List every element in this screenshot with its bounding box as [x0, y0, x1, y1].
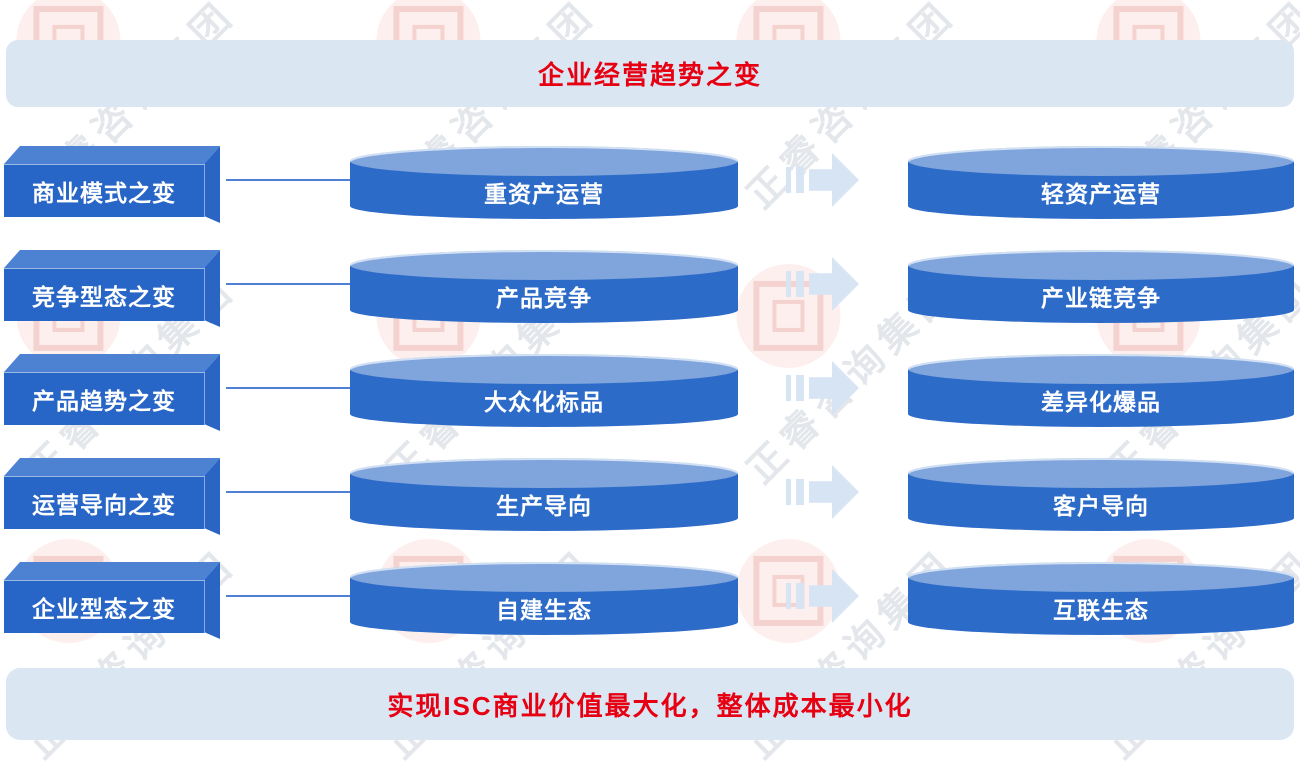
change-type-box: 企业型态之变 [4, 560, 222, 644]
box-front-face: 产品趋势之变 [4, 372, 205, 425]
box-top-face [4, 562, 220, 580]
change-type-label: 运营导向之变 [32, 492, 176, 518]
trend-row: 运营导向之变 生产导向 客户导向 [0, 456, 1300, 540]
arrow-right-icon [786, 257, 862, 311]
change-type-box: 商业模式之变 [4, 144, 222, 228]
from-cylinder: 生产导向 [350, 458, 738, 531]
connector-line [226, 283, 350, 285]
from-label: 重资产运营 [484, 181, 604, 207]
trend-row: 商业模式之变 重资产运营 轻资产运营 [0, 144, 1300, 228]
trend-row: 产品趋势之变 大众化标品 差异化爆品 [0, 352, 1300, 436]
cylinder-top [908, 562, 1294, 592]
arrow-right-icon [786, 153, 862, 207]
box-top-face [4, 146, 220, 164]
change-type-label: 产品趋势之变 [32, 388, 176, 414]
box-front-face: 运营导向之变 [4, 476, 205, 529]
box-top-face [4, 250, 220, 268]
cylinder-top [350, 146, 738, 176]
cylinder-top [908, 250, 1294, 280]
to-cylinder: 轻资产运营 [908, 146, 1294, 219]
from-cylinder: 大众化标品 [350, 354, 738, 427]
from-label: 产品竞争 [496, 285, 592, 311]
trend-row: 竞争型态之变 产品竞争 产业链竞争 [0, 248, 1300, 332]
change-type-box: 运营导向之变 [4, 456, 222, 540]
to-label: 差异化爆品 [1041, 389, 1161, 415]
arrow-right-icon [786, 361, 862, 415]
box-side-face [204, 354, 220, 431]
connector-line [226, 387, 350, 389]
cylinder-top [908, 458, 1294, 488]
box-front-face: 竞争型态之变 [4, 268, 205, 321]
box-top-face [4, 354, 220, 372]
box-side-face [204, 146, 220, 223]
from-cylinder: 重资产运营 [350, 146, 738, 219]
from-label: 生产导向 [496, 493, 592, 519]
to-cylinder: 互联生态 [908, 562, 1294, 635]
arrow-right-icon [786, 569, 862, 623]
to-label: 轻资产运营 [1041, 181, 1161, 207]
change-type-box: 竞争型态之变 [4, 248, 222, 332]
watermark-unit: 正睿咨询集团 [990, 755, 1300, 766]
header-band: 企业经营趋势之变 [6, 40, 1294, 107]
to-label: 客户导向 [1053, 493, 1149, 519]
from-label: 大众化标品 [484, 389, 604, 415]
box-side-face [204, 562, 220, 639]
from-cylinder: 自建生态 [350, 562, 738, 635]
to-cylinder: 差异化爆品 [908, 354, 1294, 427]
watermark-unit: 正睿咨询集团 [630, 755, 990, 766]
change-type-label: 企业型态之变 [32, 596, 176, 622]
cylinder-top [908, 146, 1294, 176]
to-cylinder: 客户导向 [908, 458, 1294, 531]
change-type-box: 产品趋势之变 [4, 352, 222, 436]
to-label: 互联生态 [1053, 597, 1149, 623]
footer-band: 实现ISC商业价值最大化，整体成本最小化 [6, 668, 1294, 740]
cylinder-top [350, 562, 738, 592]
cylinder-top [350, 458, 738, 488]
change-type-label: 竞争型态之变 [32, 284, 176, 310]
connector-line [226, 179, 350, 181]
watermark-unit: 正睿咨询集团 [270, 755, 630, 766]
box-side-face [204, 458, 220, 535]
to-cylinder: 产业链竞争 [908, 250, 1294, 323]
box-front-face: 企业型态之变 [4, 580, 205, 633]
box-front-face: 商业模式之变 [4, 164, 205, 217]
connector-line [226, 595, 350, 597]
connector-line [226, 491, 350, 493]
cylinder-top [350, 354, 738, 384]
cylinder-top [908, 354, 1294, 384]
watermark-unit: 正睿咨询集团 [0, 755, 270, 766]
footer-title: 实现ISC商业价值最大化，整体成本最小化 [387, 690, 913, 721]
box-top-face [4, 458, 220, 476]
from-label: 自建生态 [496, 597, 592, 623]
page-title: 企业经营趋势之变 [537, 60, 762, 90]
to-label: 产业链竞争 [1041, 285, 1161, 311]
box-side-face [204, 250, 220, 327]
trend-row: 企业型态之变 自建生态 互联生态 [0, 560, 1300, 644]
from-cylinder: 产品竞争 [350, 250, 738, 323]
change-type-label: 商业模式之变 [32, 180, 176, 206]
cylinder-top [350, 250, 738, 280]
arrow-right-icon [786, 465, 862, 519]
